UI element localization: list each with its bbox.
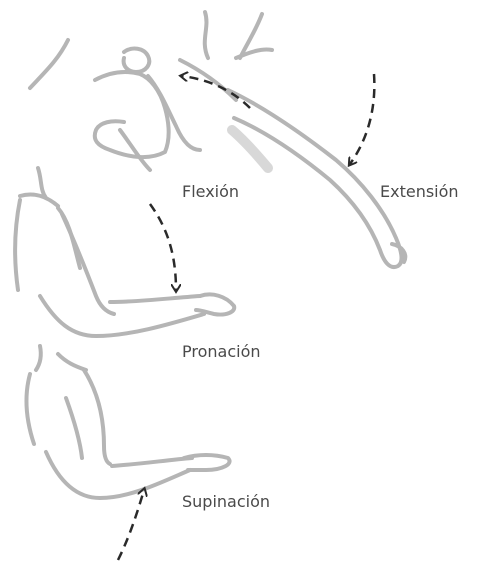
extended-hand-outline — [392, 244, 405, 262]
shoulder-top-outline — [236, 49, 272, 58]
flexed-hand-outline — [124, 49, 150, 72]
flexion-label: Flexión — [182, 182, 239, 201]
torso-outline — [120, 60, 236, 170]
supination-upper-arm-outline — [66, 370, 110, 464]
left-shoulder-outline — [30, 40, 68, 88]
pronation-head-outline — [20, 168, 58, 206]
supination-torso-outline — [27, 374, 34, 444]
pronation-forearm-outline — [40, 296, 204, 336]
pronation-arrow — [150, 204, 176, 290]
pronation-upper-arm-outline — [62, 214, 114, 314]
supination-figure — [27, 346, 230, 498]
supination-arrow — [118, 490, 144, 560]
extended-arm-outline — [228, 90, 402, 267]
extension-arrow — [350, 74, 374, 164]
upper-arm-outline — [148, 76, 200, 150]
pronation-hand-outline — [196, 294, 234, 314]
supination-label: Supinación — [182, 492, 270, 511]
supination-neck-outline — [36, 346, 86, 370]
shadow-stroke — [232, 130, 268, 168]
pronation-torso-outline — [15, 200, 80, 290]
supination-forearm-outline — [46, 452, 192, 498]
extension-label: Extensión — [380, 182, 459, 201]
pronation-label: Pronación — [182, 342, 261, 361]
supination-hand-outline — [184, 455, 230, 470]
flexion-extension-figure — [30, 12, 405, 267]
